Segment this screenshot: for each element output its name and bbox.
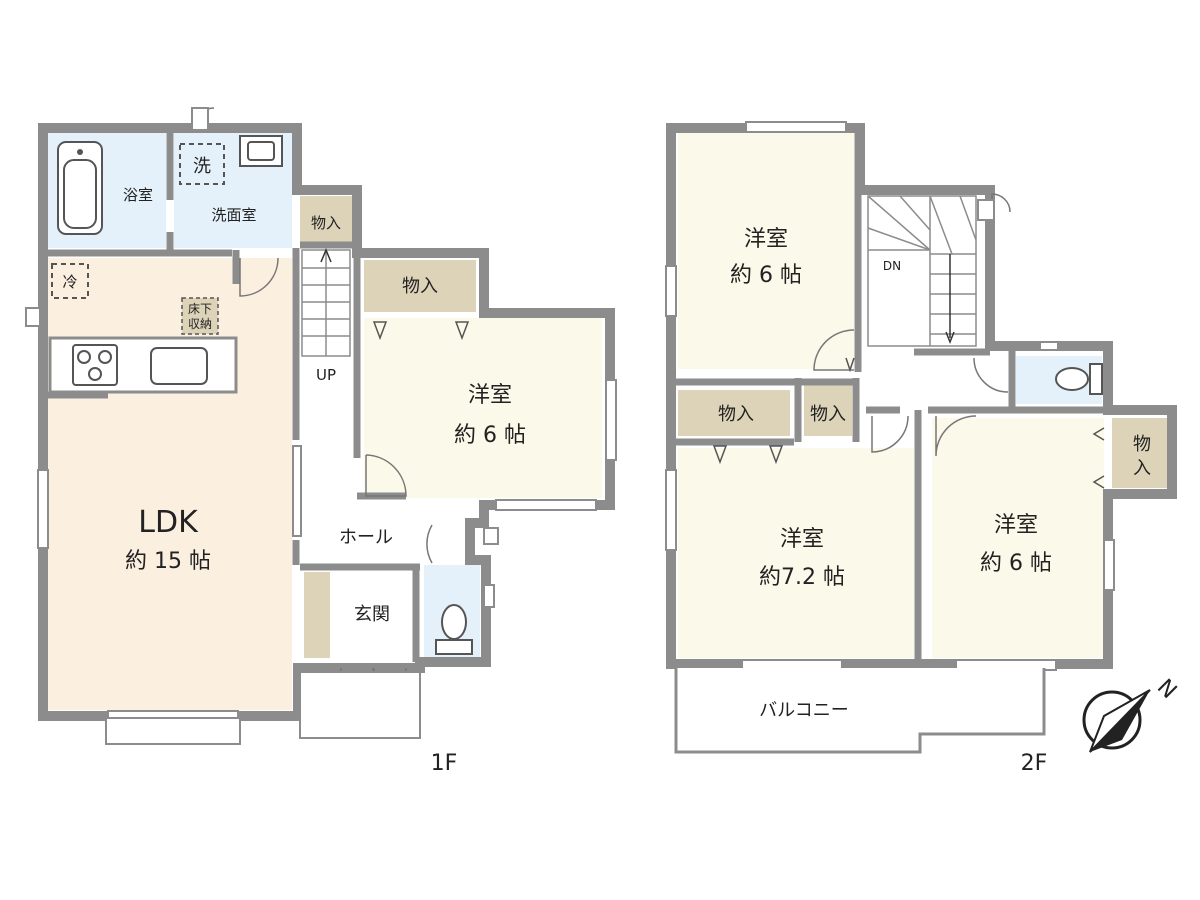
entrance-porch — [299, 671, 421, 739]
compass-north-label: N — [1152, 675, 1181, 704]
room-a-floor — [678, 133, 854, 369]
entrance-shoe-closet — [304, 572, 330, 658]
closet-b-label: 物入 — [718, 404, 754, 425]
washer-label: 洗 — [193, 156, 211, 177]
closet-room-label: 物入 — [402, 276, 438, 297]
stair-up-label: UP — [316, 366, 336, 384]
floor-2f: DN — [665, 121, 1177, 776]
closet-c-floor — [1112, 418, 1168, 488]
room-b-floor — [678, 448, 914, 658]
room-b-size: 約7.2 帖 — [759, 565, 845, 590]
closet-small-label: 物入 — [810, 404, 846, 425]
western-1f-size: 約 6 帖 — [454, 423, 526, 448]
ldk-name: LDK — [138, 505, 199, 540]
room-c-floor — [932, 418, 1104, 658]
room-a-size: 約 6 帖 — [730, 263, 802, 288]
bathtub — [57, 141, 103, 235]
hall-label: ホール — [339, 527, 393, 548]
fridge-label: 冷 — [62, 273, 77, 291]
entrance-floor — [330, 572, 412, 658]
toilet-1f — [435, 604, 473, 655]
underfloor-storage — [181, 297, 219, 335]
entrance-label: 玄関 — [354, 604, 390, 625]
wash-basin — [239, 135, 283, 167]
western-1f-floor — [364, 318, 602, 498]
closet-small-floor — [804, 380, 852, 436]
underfloor-label-1: 床下 — [188, 302, 212, 316]
stairs-1f — [301, 248, 351, 357]
floor-2f-label: 2F — [1021, 751, 1048, 776]
room-c-name: 洋室 — [994, 513, 1038, 538]
compass-icon: N — [1082, 675, 1181, 753]
floor-1f-label: 1F — [431, 751, 458, 776]
closet-b-floor — [678, 390, 790, 436]
closet-stair-floor — [300, 196, 352, 246]
washer-space — [179, 143, 225, 185]
closet-room-floor — [364, 260, 476, 312]
room-a-name: 洋室 — [744, 227, 788, 252]
bath-label: 浴室 — [123, 186, 153, 204]
stairs-2f — [867, 195, 977, 347]
ldk-size: 約 15 帖 — [125, 549, 211, 574]
kitchen-sink — [150, 347, 208, 385]
room-c-size: 約 6 帖 — [980, 551, 1052, 576]
balcony-label: バルコニー — [759, 700, 849, 721]
underfloor-label-2: 収納 — [188, 317, 212, 331]
ldk-floor — [48, 258, 292, 710]
fridge-space — [51, 263, 89, 299]
closet-stair-label: 物入 — [311, 214, 341, 232]
room-b-name: 洋室 — [780, 527, 824, 552]
closet-c-label-1: 物 — [1133, 434, 1151, 455]
washroom-label: 洗面室 — [211, 206, 256, 224]
floor-1f: 洗 冷 床下 収納 UP — [25, 107, 617, 776]
cooktop — [72, 344, 118, 386]
balcony-outline — [674, 668, 1046, 754]
toilet-2f — [1055, 363, 1103, 395]
closet-c-label-2: 入 — [1133, 458, 1151, 479]
western-1f-name: 洋室 — [468, 383, 512, 408]
stair-down-label: DN — [883, 259, 901, 273]
